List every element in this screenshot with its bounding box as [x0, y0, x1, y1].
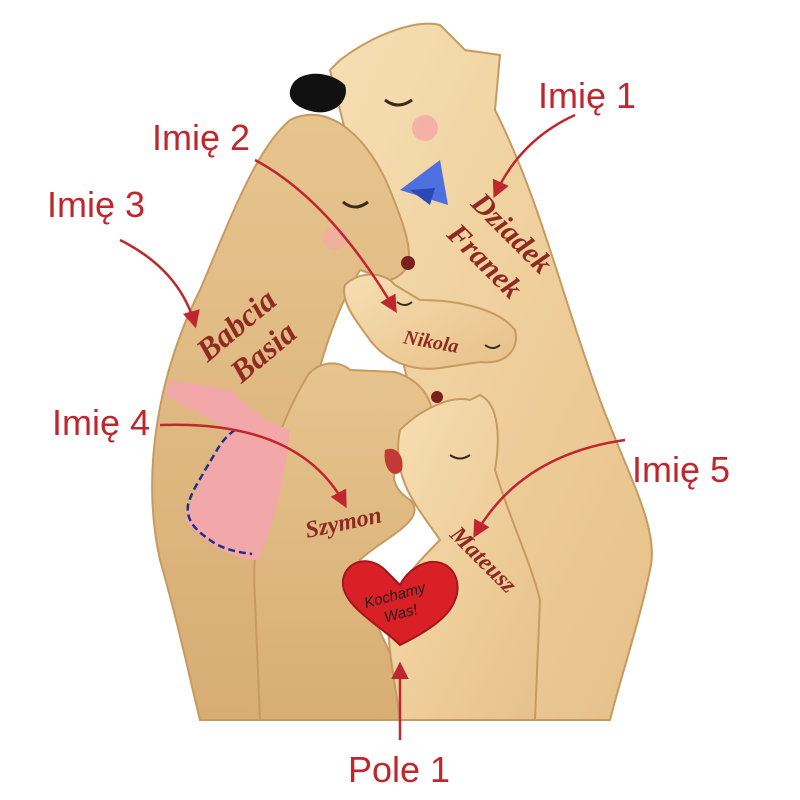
bow-tie [400, 160, 448, 205]
grandpa-blush [412, 115, 438, 141]
nikola-eye [396, 301, 413, 306]
arrow-imie2 [254, 158, 397, 314]
callout-imie-5: Imię 5 [632, 449, 731, 490]
grandma-blush [323, 226, 347, 250]
grandma-apron [165, 380, 290, 560]
arrow-imie1 [492, 113, 576, 199]
arrow-imie3 [119, 238, 200, 329]
callout-imie-2: Imię 2 [152, 117, 251, 158]
szymon-nose [431, 391, 443, 403]
arrow-imie5 [473, 438, 626, 539]
grandpa-nose [289, 73, 346, 113]
mateusz-nose [384, 448, 403, 474]
grandpa-eye [384, 98, 413, 107]
callout-imie-4: Imię 4 [52, 402, 151, 443]
apron-ruffle [186, 428, 253, 556]
grandma-nose [401, 256, 415, 270]
mateusz-eye [449, 454, 471, 460]
callout-imie-1: Imię 1 [538, 75, 637, 116]
mateusz-cub-piece [387, 393, 542, 721]
bow-tie-knot [410, 188, 435, 205]
arrow-imie4 [159, 423, 347, 509]
callout-imie-3: Imię 3 [47, 184, 146, 225]
heart-piece [341, 560, 459, 647]
grandma-eye [342, 200, 369, 209]
nikola-eye2 [484, 344, 501, 349]
callout-pole-1: Pole 1 [348, 749, 451, 790]
